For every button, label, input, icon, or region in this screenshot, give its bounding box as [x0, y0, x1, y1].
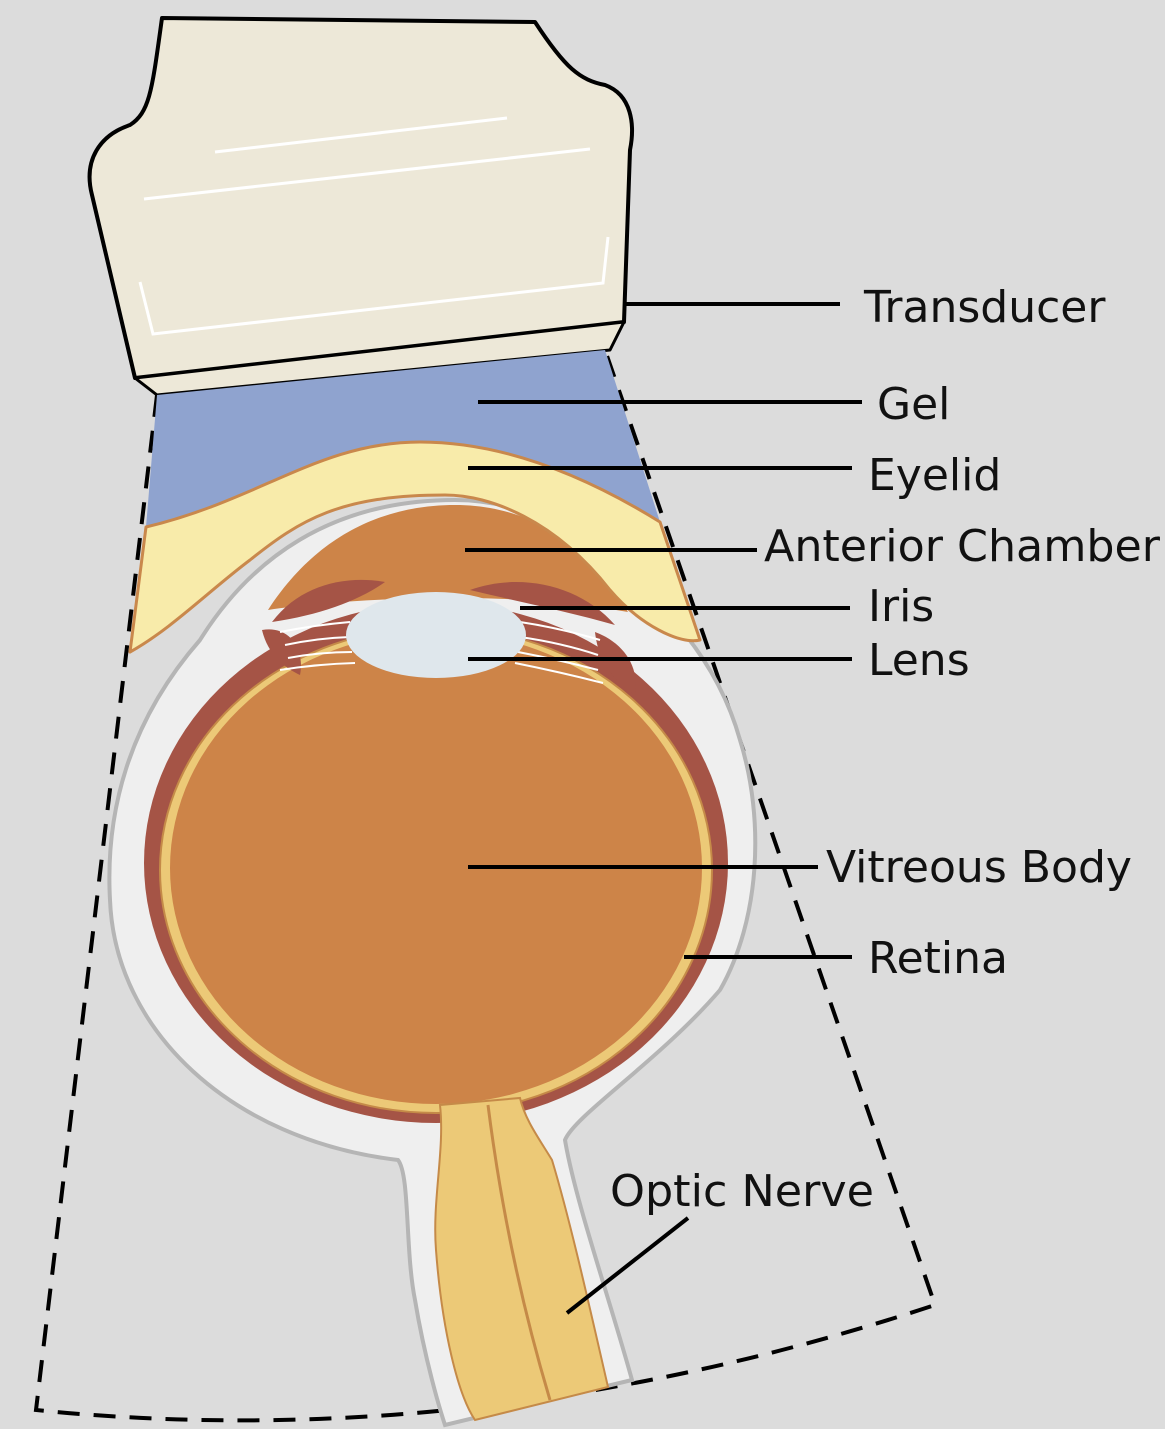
label-anterior-chamber: Anterior Chamber	[764, 521, 1161, 572]
transducer	[90, 18, 632, 395]
lens	[346, 592, 526, 678]
label-gel: Gel	[877, 379, 950, 430]
eyeball	[109, 500, 755, 1425]
label-eyelid: Eyelid	[868, 450, 1001, 501]
label-optic-nerve: Optic Nerve	[610, 1166, 874, 1217]
label-transducer: Transducer	[863, 282, 1106, 333]
transducer-body	[90, 18, 632, 378]
label-retina: Retina	[868, 933, 1008, 984]
label-vitreous-body: Vitreous Body	[826, 842, 1132, 893]
label-iris: Iris	[868, 581, 934, 632]
label-lens: Lens	[868, 635, 970, 686]
